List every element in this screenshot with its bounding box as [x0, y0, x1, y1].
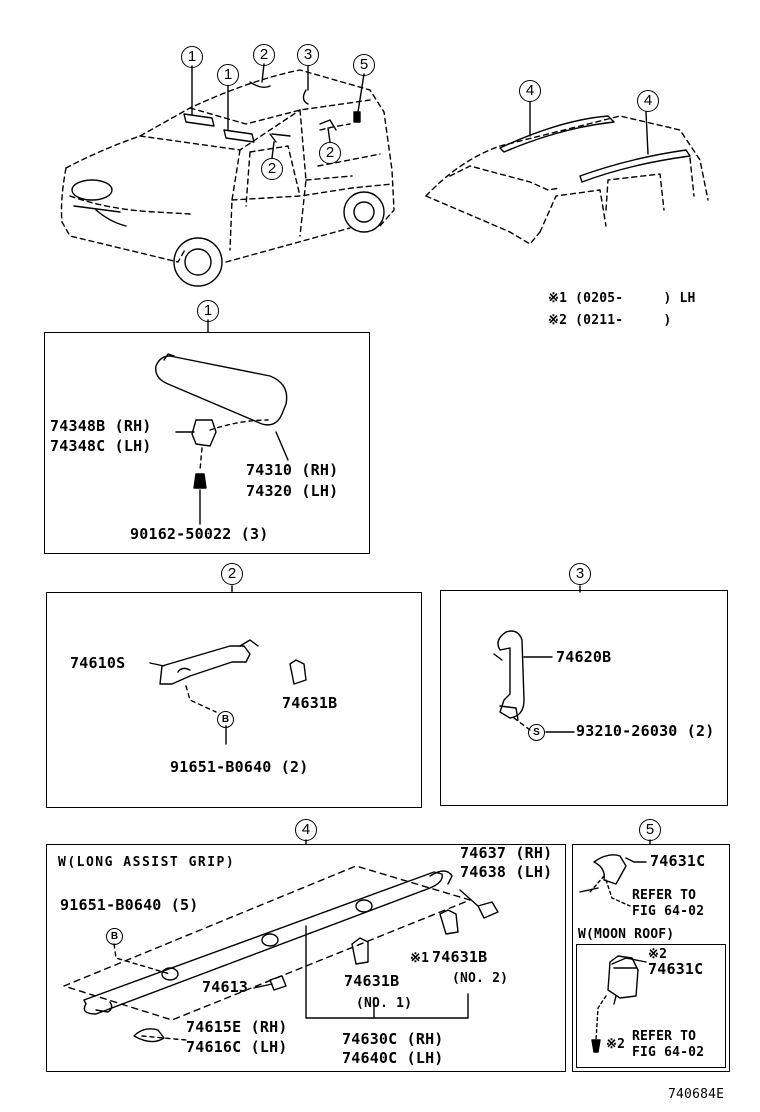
section4-tag: 4	[295, 819, 317, 841]
callout-2-c: 2	[319, 142, 341, 164]
note-2: ※2 (0211- )	[548, 313, 672, 328]
section1-bracket-rh: 74348B (RH)	[50, 417, 152, 435]
callout-5: 5	[353, 54, 375, 76]
section4-frame	[46, 844, 566, 1072]
callout-2-b: 2	[261, 158, 283, 180]
section3-tag: 3	[569, 563, 591, 585]
section4-trim-lh: 74616C (LH)	[186, 1038, 288, 1056]
section2-grip: 74610S	[70, 654, 126, 672]
section1-tag: 1	[197, 300, 219, 322]
section4-holder-no2-label: (NO. 2)	[452, 971, 509, 986]
section1-frame	[44, 332, 370, 554]
section2-frame	[46, 592, 422, 808]
section5-refer-top-2: FIG 64-02	[632, 904, 705, 919]
section2-drawing	[149, 585, 307, 745]
section4-heading: W(LONG ASSIST GRIP)	[58, 855, 236, 870]
callout-1-b: 1	[217, 64, 239, 86]
section5-part-bottom: 74631C	[648, 960, 704, 978]
callout-4-b: 4	[637, 90, 659, 112]
section5-refer-bottom-1: REFER TO	[632, 1029, 697, 1044]
section5-refer-top-1: REFER TO	[632, 888, 697, 903]
section4-end-cap-rh: 74637 (RH)	[460, 844, 553, 862]
section4-end-cap-lh: 74638 (LH)	[460, 863, 553, 881]
section3-drawing	[493, 585, 581, 733]
callout-1-a: 1	[181, 46, 203, 68]
callout-2-a: 2	[253, 44, 275, 66]
section4-clip-mark: B	[106, 928, 123, 945]
section2-tag: 2	[221, 563, 243, 585]
section1-bracket-lh: 74348C (LH)	[50, 437, 152, 455]
section1-drawing	[155, 319, 289, 525]
section5-moonroof-frame	[576, 944, 726, 1068]
section4-assembly-rh: 74630C (RH)	[342, 1030, 444, 1048]
section5-heading: W(MOON ROOF)	[578, 927, 675, 942]
section2-holder: 74631B	[282, 694, 338, 712]
section1-visor-rh: 74310 (RH)	[246, 461, 339, 479]
section1-visor-lh: 74320 (LH)	[246, 482, 339, 500]
section3-grip: 74620B	[556, 648, 612, 666]
callout-4-a: 4	[519, 80, 541, 102]
section5-refer-bottom-2: FIG 64-02	[632, 1045, 705, 1060]
section5-refer-bottom-mark: ※2	[606, 1037, 626, 1052]
callout-3: 3	[297, 44, 319, 66]
section3-frame	[440, 590, 728, 806]
section4-holder-no1: 74631B	[344, 972, 400, 990]
section4-drawing	[63, 839, 499, 1043]
section2-clip: 91651-B0640 (2)	[170, 758, 309, 776]
section4-clip: 91651-B0640 (5)	[60, 896, 199, 914]
section2-clip-mark: B	[217, 711, 234, 728]
section4-holder-no1-label: (NO. 1)	[356, 996, 413, 1011]
section5-drawing	[579, 839, 651, 1053]
section5-tag: 5	[639, 819, 661, 841]
vehicle-left-illustration	[60, 63, 395, 287]
section4-note-mark: ※1	[410, 951, 430, 966]
section1-screw: 90162-50022 (3)	[130, 525, 269, 543]
section4-holder-no2: 74631B	[432, 948, 488, 966]
section3-screw-mark: S	[528, 724, 545, 741]
section4-trim-rh: 74615E (RH)	[186, 1018, 288, 1036]
section5-frame	[572, 844, 730, 1072]
section5-note-mark: ※2	[648, 947, 668, 962]
section3-screw: 93210-26030 (2)	[576, 722, 715, 740]
section4-cover: 74613	[202, 978, 249, 996]
section5-part-top: 74631C	[650, 852, 706, 870]
vehicle-right-illustration	[425, 101, 709, 245]
illustration-code: 740684E	[668, 1087, 725, 1102]
note-1: ※1 (0205- ) LH	[548, 291, 696, 306]
section4-assembly-lh: 74640C (LH)	[342, 1049, 444, 1067]
